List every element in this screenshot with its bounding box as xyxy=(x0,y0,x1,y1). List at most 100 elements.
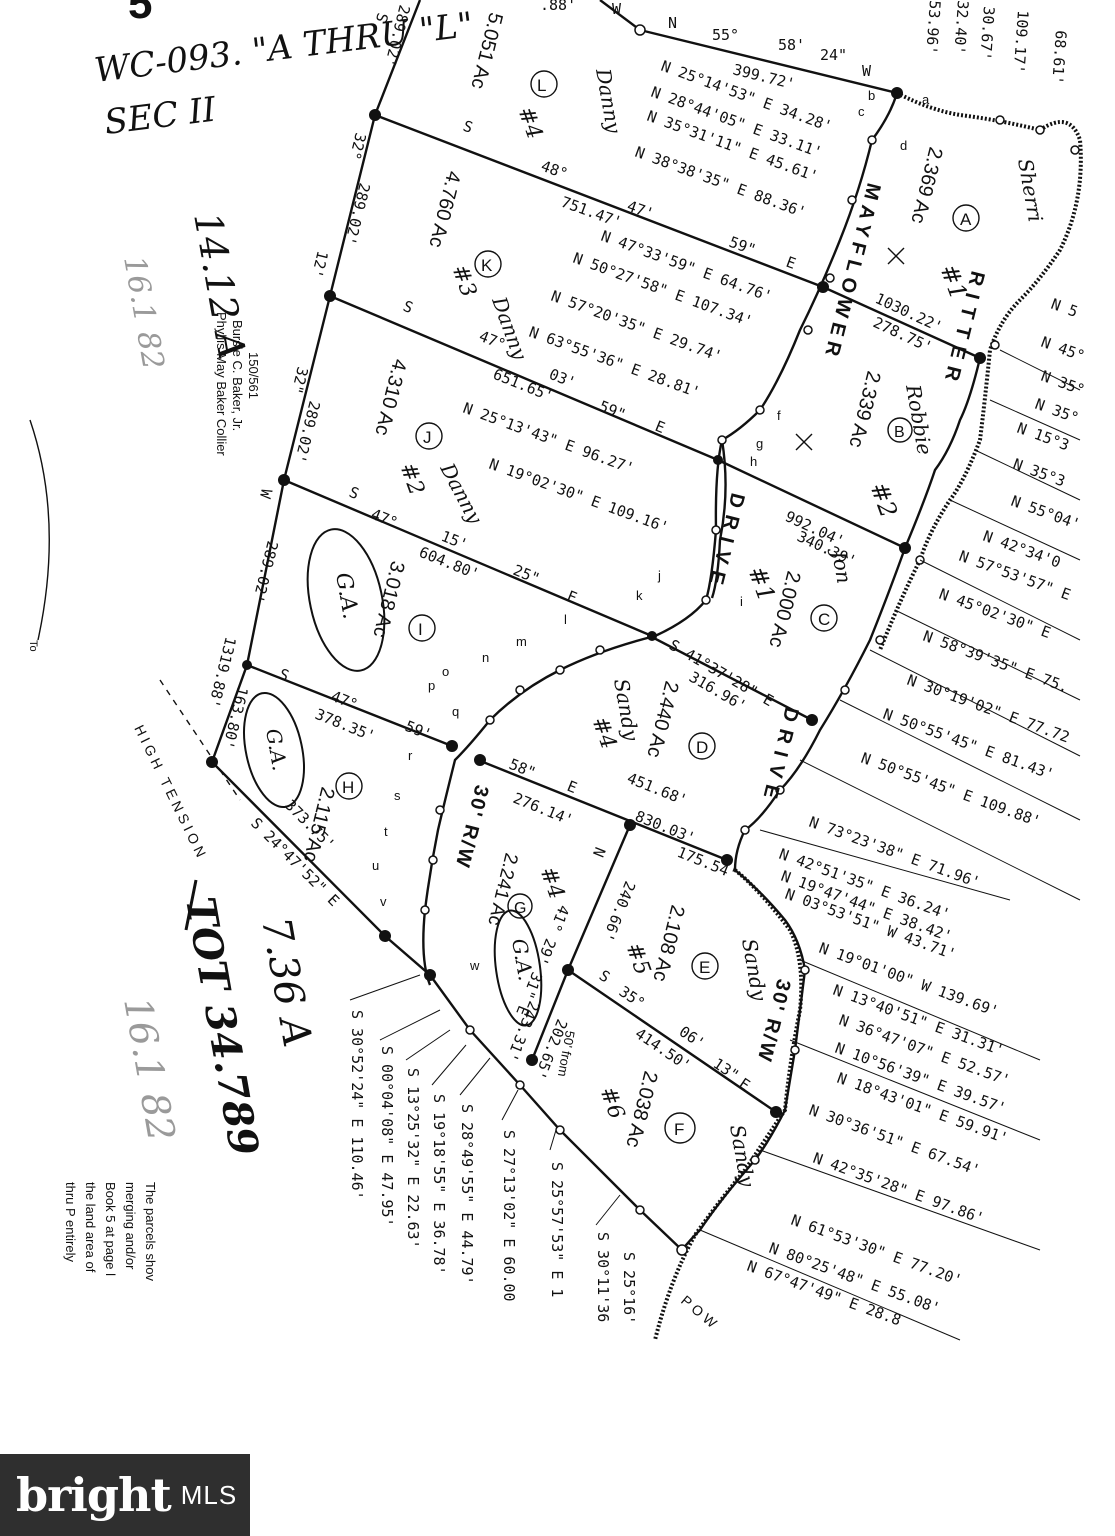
reference-letters: a b c d f g h i j k l m n o p q r s t u … xyxy=(372,88,930,973)
road-drive-2: DRIVE xyxy=(757,705,803,808)
svg-text:W: W xyxy=(612,0,622,18)
lot-k-owner: Danny xyxy=(487,293,532,364)
brand-suffix: MLS xyxy=(180,1479,238,1510)
lot-i-owner: G.A. xyxy=(330,571,363,621)
leader-lines-right xyxy=(699,349,1081,1341)
svg-text:w: w xyxy=(469,958,480,973)
lot-a-letter: A xyxy=(960,210,972,229)
lot-l-owner: Danny xyxy=(591,66,626,136)
lot-d-num: #4 xyxy=(586,714,621,753)
title-line-2: SEC II xyxy=(102,90,218,143)
svg-text:The parcels shov: The parcels shov xyxy=(143,1182,158,1281)
top-fragment-glyph: 5 xyxy=(128,0,152,28)
road-markers xyxy=(420,24,1080,1256)
lot-h-letter: H xyxy=(342,778,354,797)
total-note: TOT 34.789 7.36 A 16.1 82 xyxy=(115,879,320,1160)
monuments xyxy=(206,87,986,1118)
creek-line-south xyxy=(653,868,804,1341)
svg-text:109.17': 109.17' xyxy=(1010,10,1032,74)
svg-text:25": 25" xyxy=(511,561,543,588)
svg-text:S: S xyxy=(347,483,362,503)
svg-text:the land area of: the land area of xyxy=(83,1182,98,1273)
svg-text:378.35': 378.35' xyxy=(313,705,378,745)
svg-text:m: m xyxy=(516,634,527,649)
lot-g-circled-note xyxy=(493,909,543,1027)
svg-text:30.67': 30.67' xyxy=(976,6,998,61)
brand-logo: bright MLS xyxy=(0,1454,250,1536)
svg-text:240.66': 240.66' xyxy=(599,879,639,944)
lot-g-letter: G xyxy=(514,900,526,917)
leader-lines-lower xyxy=(349,974,621,1226)
svg-text:f: f xyxy=(777,408,781,423)
svg-text:i: i xyxy=(740,594,743,609)
lot-b-acres: 2.339 Ac xyxy=(844,369,884,450)
calls-upper: N 25°14'53" E 34.28' N 28°44'05" E 33.11… xyxy=(461,57,835,537)
side-fragment: To xyxy=(27,640,39,652)
svg-text:289.02': 289.02' xyxy=(249,539,282,605)
total-value: TOT 34.789 xyxy=(176,894,268,1160)
svg-text:W: W xyxy=(256,487,276,501)
note-faint-left: 16.1 82 xyxy=(116,253,170,372)
svg-text:t: t xyxy=(384,824,388,839)
svg-text:59": 59" xyxy=(727,233,759,259)
high-tension-label: HIGH TENSION xyxy=(131,722,211,863)
svg-text:289.02': 289.02' xyxy=(341,181,374,247)
svg-text:g: g xyxy=(756,436,763,451)
svg-text:58': 58' xyxy=(778,36,805,54)
svg-text:59': 59' xyxy=(403,717,435,744)
svg-text:15': 15' xyxy=(439,527,471,554)
svg-text:v: v xyxy=(380,894,387,909)
svg-text:53.96': 53.96' xyxy=(922,0,944,55)
svg-text:S: S xyxy=(401,297,416,317)
svg-text:W: W xyxy=(862,62,872,80)
svg-text:S 13°25'32" E 22.63': S 13°25'32" E 22.63' xyxy=(404,1068,422,1249)
svg-text:68.61': 68.61' xyxy=(1048,30,1070,85)
svg-text:a: a xyxy=(922,92,930,107)
lot-l-letter: L xyxy=(537,76,546,95)
svg-text:S 25°57'53" E 1: S 25°57'53" E 1 xyxy=(548,1162,566,1297)
svg-text:451.68': 451.68' xyxy=(625,769,690,809)
svg-text:q: q xyxy=(452,704,459,719)
lot-d-letter: D xyxy=(696,738,708,757)
svg-text:E: E xyxy=(784,253,799,273)
svg-text:47': 47' xyxy=(625,197,657,223)
svg-text:l: l xyxy=(564,612,567,627)
svg-text:o: o xyxy=(442,664,449,679)
road-row-1: 30' R/W xyxy=(450,783,492,871)
lot-b-letter: B xyxy=(894,424,905,441)
svg-text:32°: 32° xyxy=(346,131,370,162)
lot-c-letter: C xyxy=(818,610,830,629)
svg-text:E: E xyxy=(565,777,580,797)
lot-i-circled-note xyxy=(306,528,386,672)
svg-text:.88': .88' xyxy=(540,0,576,14)
lot-e-acres: 2.108 Ac xyxy=(648,903,688,984)
lot-b-num: #2 xyxy=(864,478,902,521)
svg-text:thru P entirely: thru P entirely xyxy=(63,1182,78,1262)
lot-k-acres: 4.760 Ac xyxy=(424,169,464,250)
lot-h-owner: G.A. xyxy=(261,727,292,773)
svg-text:N: N xyxy=(668,14,677,32)
lot-f-num: #6 xyxy=(594,1084,629,1123)
svg-text:13": 13" xyxy=(710,1054,743,1084)
lot-a-acres: 2.369 Ac xyxy=(906,145,946,226)
svg-text:N: N xyxy=(589,845,609,860)
lot-d-acres: 2.440 Ac xyxy=(642,679,682,760)
pow-label: POW xyxy=(678,1292,723,1333)
owner-note-line-1: Phyllis May Baker Collier xyxy=(214,312,229,456)
lot-f-owner: Sandy xyxy=(725,1123,760,1190)
svg-text:N 35°3: N 35°3 xyxy=(1011,455,1068,490)
lot-c-num: #1 xyxy=(742,562,780,605)
svg-text:S 28°49'55" E 44.79': S 28°49'55" E 44.79' xyxy=(458,1104,476,1285)
svg-text:N 19°02'30" E 109.16': N 19°02'30" E 109.16' xyxy=(487,455,671,537)
svg-text:h: h xyxy=(750,454,757,469)
svg-text:175.54': 175.54' xyxy=(675,843,740,883)
svg-text:d: d xyxy=(900,138,907,153)
svg-text:b: b xyxy=(868,88,875,103)
lot-e-letter: E xyxy=(699,958,710,977)
road-drive-1: DRIVE xyxy=(703,491,749,594)
svg-text:S 00°04'08" E 47.95': S 00°04'08" E 47.95' xyxy=(378,1046,396,1227)
svg-text:n: n xyxy=(482,650,489,665)
svg-text:S 19°18'55" E 36.78': S 19°18'55" E 36.78' xyxy=(430,1094,448,1275)
creek-line xyxy=(878,91,1083,651)
